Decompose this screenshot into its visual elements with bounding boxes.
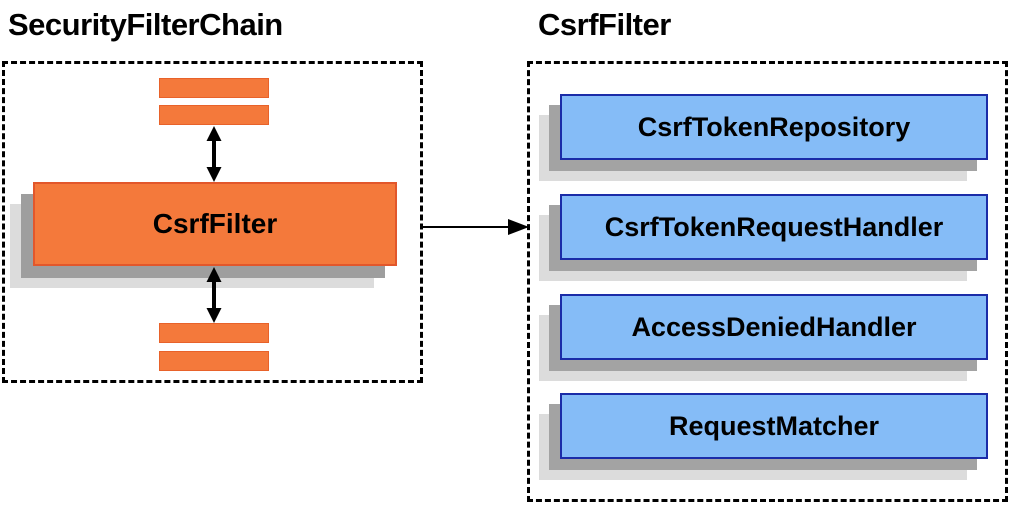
csrf-token-repository-label: CsrfTokenRepository — [637, 111, 911, 142]
vertical-double-arrow-icon — [206, 126, 222, 182]
csrf-filter-node-label: CsrfFilter — [152, 208, 278, 239]
filter-placeholder-bar — [159, 105, 269, 125]
connector-arrow-icon — [423, 219, 529, 235]
access-denied-handler-node: AccessDeniedHandler — [560, 294, 988, 360]
filter-placeholder-bar — [159, 323, 269, 343]
access-denied-handler-label: AccessDeniedHandler — [631, 311, 917, 342]
csrf-filter-container — [527, 61, 1008, 502]
request-matcher-label: RequestMatcher — [668, 410, 880, 441]
csrf-token-request-handler-label: CsrfTokenRequestHandler — [604, 211, 944, 242]
csrf-filter-node: CsrfFilter — [33, 182, 397, 266]
filter-placeholder-bar — [159, 351, 269, 371]
security-filter-chain-container — [2, 61, 423, 383]
filter-placeholder-bar — [159, 78, 269, 98]
request-matcher-node: RequestMatcher — [560, 393, 988, 459]
csrf-token-request-handler-node: CsrfTokenRequestHandler — [560, 194, 988, 260]
csrf-token-repository-node: CsrfTokenRepository — [560, 94, 988, 160]
right-panel-title: CsrfFilter — [538, 7, 671, 42]
vertical-double-arrow-icon — [206, 267, 222, 323]
left-panel-title: SecurityFilterChain — [8, 7, 283, 42]
